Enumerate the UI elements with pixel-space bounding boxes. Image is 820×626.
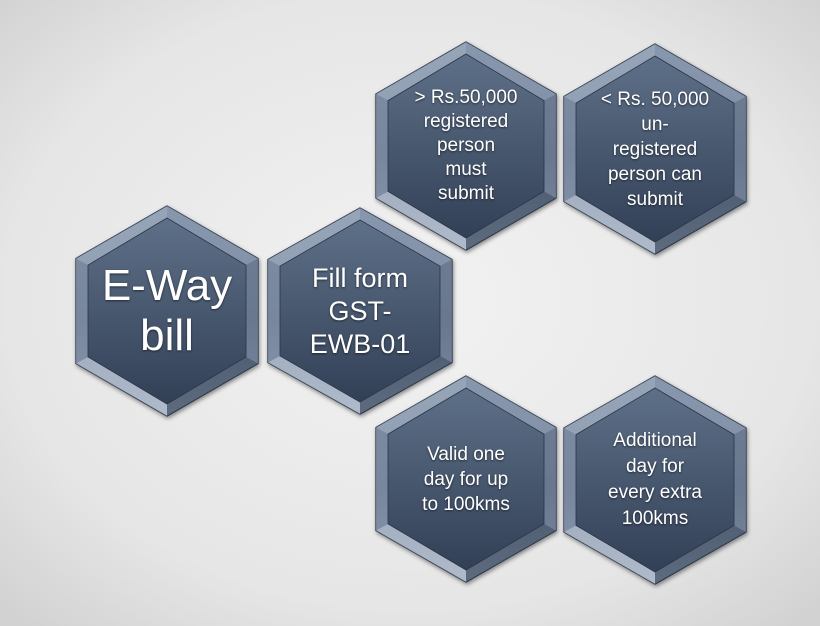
hex-shape <box>375 375 557 583</box>
hex-label-unregistered-person: < Rs. 50,000 un- registered person can s… <box>600 88 710 210</box>
hex-label-valid-one-day: Valid one day for up to 100kms <box>422 443 510 515</box>
hex-node-registered-person: > Rs.50,000 registered person must submi… <box>375 41 557 251</box>
hex-label-additional-day: Additional day for every extra 100kms <box>608 430 702 529</box>
hex-node-eway-bill: E-Way bill <box>75 205 259 417</box>
hex-node-valid-one-day: Valid one day for up to 100kms <box>375 375 557 583</box>
hex-shape <box>563 375 747 585</box>
hex-label-fill-form: Fill form GST- EWB-01 <box>309 262 411 359</box>
hex-shape <box>267 207 453 415</box>
hex-label-eway-bill: E-Way bill <box>101 261 233 360</box>
hex-shape <box>75 205 259 417</box>
hex-node-additional-day: Additional day for every extra 100kms <box>563 375 747 585</box>
hex-shape <box>375 41 557 251</box>
hex-shape <box>563 43 747 255</box>
hex-node-unregistered-person: < Rs. 50,000 un- registered person can s… <box>563 43 747 255</box>
hex-node-fill-form: Fill form GST- EWB-01 <box>267 207 453 415</box>
hex-label-registered-person: > Rs.50,000 registered person must submi… <box>414 87 518 204</box>
